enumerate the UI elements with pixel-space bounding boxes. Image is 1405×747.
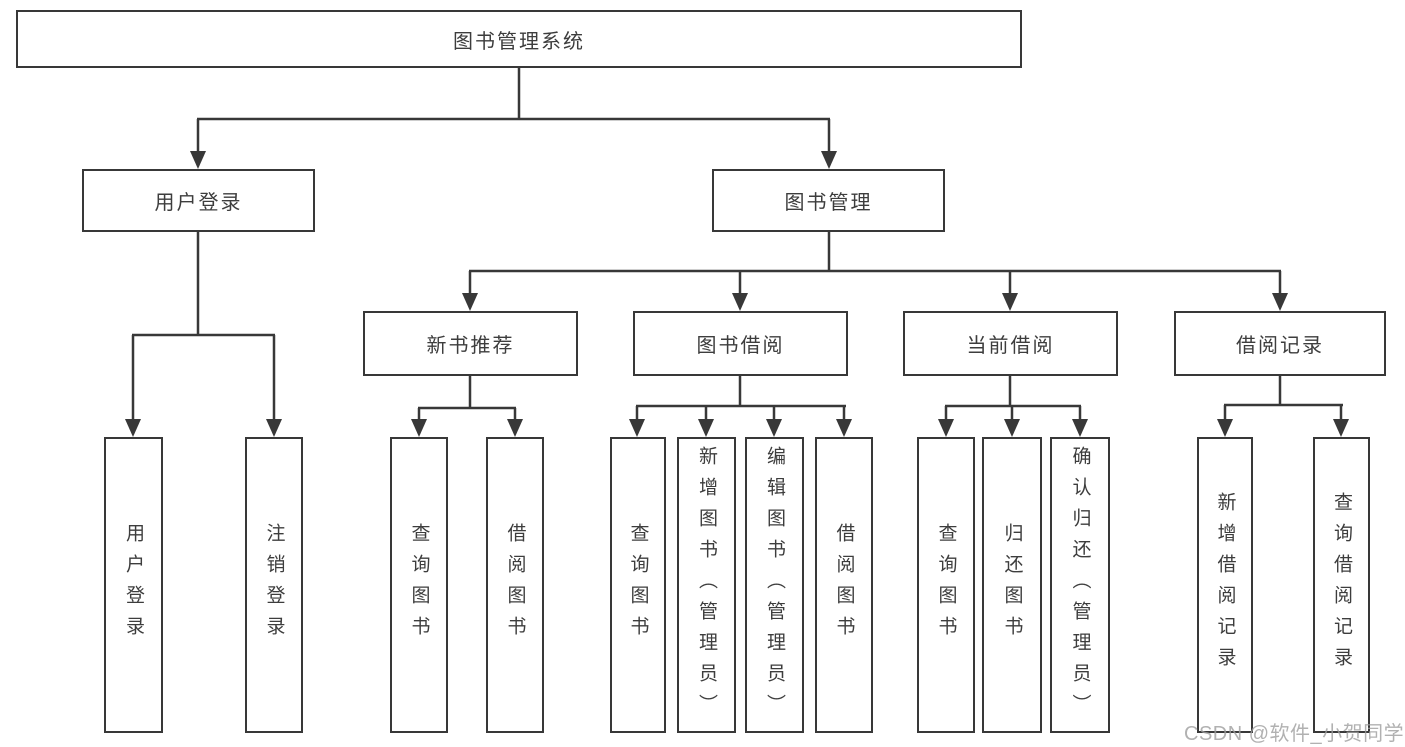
node-borrow-record-label: 借阅记录 <box>1236 335 1324 357</box>
leaf-borrow-book-label: 借阅图书 <box>833 523 855 647</box>
node-book-management: 图书管理 <box>712 169 945 232</box>
node-borrow-record: 借阅记录 <box>1174 311 1386 376</box>
leaf-borrow-book-recommend-label: 借阅图书 <box>504 523 526 647</box>
leaf-return-book-label: 归还图书 <box>1001 523 1023 647</box>
node-current-borrow-label: 当前借阅 <box>966 335 1055 357</box>
leaf-edit-book-admin: 编辑图书（管理员） <box>745 437 804 733</box>
leaf-user-login: 用户登录 <box>104 437 163 733</box>
leaf-add-book-admin: 新增图书（管理员） <box>677 437 736 733</box>
node-new-book-recommend-label: 新书推荐 <box>426 335 515 357</box>
leaf-user-login-label: 用户登录 <box>123 523 144 647</box>
node-book-management-label: 图书管理 <box>784 192 873 214</box>
leaf-query-book-current-label: 查询图书 <box>935 523 957 647</box>
leaf-add-borrow-record-label: 新增借阅记录 <box>1214 492 1236 678</box>
node-user-login: 用户登录 <box>82 169 315 232</box>
leaf-query-borrow-record-label: 查询借阅记录 <box>1331 492 1352 678</box>
leaf-logout-login-label: 注销登录 <box>263 523 285 647</box>
leaf-query-book-recommend-label: 查询图书 <box>408 523 430 647</box>
node-root: 图书管理系统 <box>16 10 1022 68</box>
leaf-logout-login: 注销登录 <box>245 437 303 733</box>
leaf-query-book-borrow: 查询图书 <box>610 437 666 733</box>
leaf-query-book-borrow-label: 查询图书 <box>627 523 649 647</box>
leaf-query-book-current: 查询图书 <box>917 437 975 733</box>
leaf-confirm-return-admin: 确认归还（管理员） <box>1050 437 1110 733</box>
node-new-book-recommend: 新书推荐 <box>363 311 578 376</box>
leaf-confirm-return-admin-label: 确认归还（管理员） <box>1069 445 1091 725</box>
leaf-query-borrow-record: 查询借阅记录 <box>1313 437 1370 733</box>
leaf-return-book: 归还图书 <box>982 437 1042 733</box>
watermark: CSDN @软件_小贺同学 <box>1184 723 1405 745</box>
leaf-edit-book-admin-label: 编辑图书（管理员） <box>764 445 785 725</box>
node-current-borrow: 当前借阅 <box>903 311 1118 376</box>
node-book-borrow-label: 图书借阅 <box>696 335 785 357</box>
leaf-borrow-book-recommend: 借阅图书 <box>486 437 544 733</box>
leaf-query-book-recommend: 查询图书 <box>390 437 448 733</box>
leaf-add-borrow-record: 新增借阅记录 <box>1197 437 1253 733</box>
node-root-label: 图书管理系统 <box>453 30 585 53</box>
node-user-login-label: 用户登录 <box>154 192 243 214</box>
leaf-add-book-admin-label: 新增图书（管理员） <box>696 445 717 725</box>
node-book-borrow: 图书借阅 <box>633 311 848 376</box>
leaf-borrow-book: 借阅图书 <box>815 437 873 733</box>
